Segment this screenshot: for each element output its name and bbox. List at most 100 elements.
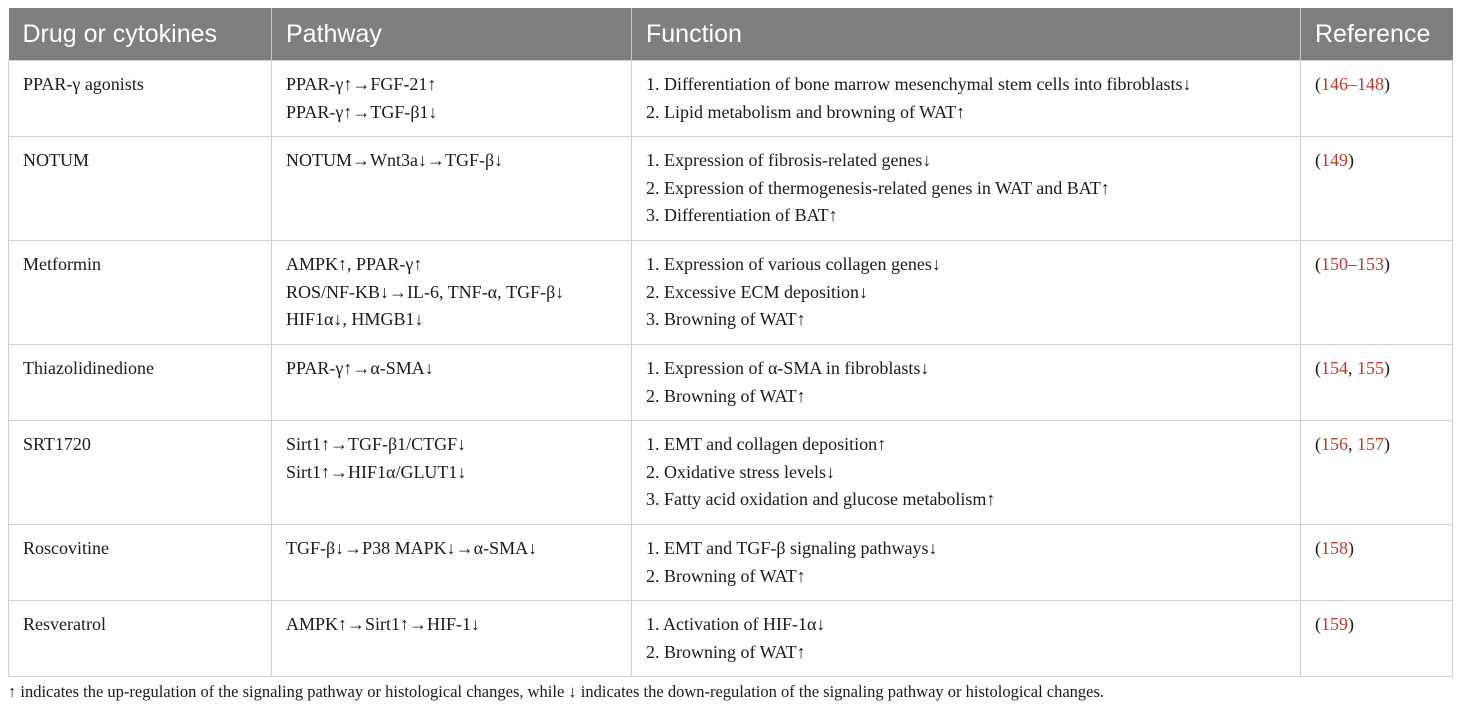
ref-paren-open: ( [1315, 614, 1321, 634]
ref-paren-close: ) [1348, 614, 1354, 634]
ref-paren-open: ( [1315, 538, 1321, 558]
cell-pathway: NOTUM→Wnt3a↓→TGF-β↓ [271, 136, 632, 241]
pathway-line: PPAR-γ↑→α-SMA↓ [286, 358, 434, 378]
ref-paren-open: ( [1315, 358, 1321, 378]
header-row: Drug or cytokines Pathway Function Refer… [8, 8, 1453, 61]
cell-reference: (146–148) [1300, 60, 1453, 137]
cell-pathway: PPAR-γ↑→FGF-21↑ PPAR-γ↑→TGF-β1↓ [271, 60, 632, 137]
cell-pathway: Sirt1↑→TGF-β1/CTGF↓ Sirt1↑→HIF1α/GLUT1↓ [271, 420, 632, 525]
function-line: 2. Browning of WAT↑ [646, 565, 806, 586]
reference-link[interactable]: 155 [1357, 358, 1384, 378]
ref-paren-close: ) [1384, 254, 1390, 274]
ref-paren-close: ) [1384, 358, 1390, 378]
pathway-line: HIF1α↓, HMGB1↓ [286, 309, 424, 329]
reference-link[interactable]: 156 [1321, 434, 1348, 454]
reference-link[interactable]: 159 [1321, 614, 1348, 634]
ref-separator: , [1348, 358, 1357, 378]
cell-reference: (154, 155) [1300, 344, 1453, 421]
drug-name: PPAR-γ agonists [23, 74, 144, 94]
reference-link[interactable]: 150–153 [1321, 254, 1384, 274]
pathway-line: Sirt1↑→TGF-β1/CTGF↓ [286, 434, 467, 454]
function-line: 2. Expression of thermogenesis-related g… [646, 177, 1110, 198]
cell-function: 1. Differentiation of bone marrow mesenc… [631, 60, 1301, 137]
pathway-line: AMPK↑→Sirt1↑→HIF-1↓ [286, 614, 481, 634]
table-row: Thiazolidinedione PPAR-γ↑→α-SMA↓ 1. Expres… [8, 344, 1453, 421]
ref-separator: , [1348, 434, 1357, 454]
cell-pathway: PPAR-γ↑→α-SMA↓ [271, 344, 632, 421]
drug-name: Metformin [23, 254, 101, 274]
cell-drug: NOTUM [8, 136, 272, 241]
cell-reference: (149) [1300, 136, 1453, 241]
cell-reference: (150–153) [1300, 240, 1453, 345]
cell-drug: Resveratrol [8, 600, 272, 677]
cell-function: 1. Activation of HIF-1α↓ 2. Browning of W… [631, 600, 1301, 677]
cell-pathway: AMPK↑, PPAR-γ↑ ROS/NF-KB↓→IL-6, TNF-α, TG… [271, 240, 632, 345]
cell-reference: (156, 157) [1300, 420, 1453, 525]
cell-function: 1. Expression of fibrosis-related genes↓… [631, 136, 1301, 241]
header-drug: Drug or cytokines [8, 8, 272, 61]
cell-drug: Metformin [8, 240, 272, 345]
reference-link[interactable]: 158 [1321, 538, 1348, 558]
drug-name: Resveratrol [23, 614, 106, 634]
cell-drug: PPAR-γ agonists [8, 60, 272, 137]
function-line: 2. Browning of WAT↑ [646, 641, 806, 662]
function-line: 2. Oxidative stress levels↓ [646, 461, 835, 482]
pathway-line: PPAR-γ↑→TGF-β1↓ [286, 101, 438, 122]
pathway-line: Sirt1↑→HIF1α/GLUT1↓ [286, 461, 467, 482]
reference-link[interactable]: 154 [1321, 358, 1348, 378]
pathway-line: NOTUM→Wnt3a↓→TGF-β↓ [286, 150, 504, 170]
function-line: 1. EMT and collagen deposition↑ [646, 434, 887, 454]
function-line: 1. Expression of fibrosis-related genes↓ [646, 150, 932, 170]
ref-paren-open: ( [1315, 434, 1321, 454]
drug-name: SRT1720 [23, 434, 91, 454]
function-line: 1. Differentiation of bone marrow mesenc… [646, 74, 1192, 94]
ref-paren-close: ) [1384, 434, 1390, 454]
reference-link[interactable]: 157 [1357, 434, 1384, 454]
cell-pathway: AMPK↑→Sirt1↑→HIF-1↓ [271, 600, 632, 677]
function-line: 3. Differentiation of BAT↑ [646, 205, 838, 225]
drug-name: NOTUM [23, 150, 89, 170]
header-reference: Reference [1300, 8, 1453, 61]
drug-name: Thiazolidinedione [23, 358, 154, 378]
cell-function: 1. EMT and collagen deposition↑ 2. Oxidat… [631, 420, 1301, 525]
pathway-line: AMPK↑, PPAR-γ↑ [286, 254, 423, 274]
cell-pathway: TGF-β↓→P38 MAPK↓→α-SMA↓ [271, 524, 632, 601]
cell-drug: SRT1720 [8, 420, 272, 525]
pathway-line: TGF-β↓→P38 MAPK↓→α-SMA↓ [286, 538, 538, 558]
table-row: Metformin AMPK↑, PPAR-γ↑ ROS/NF-KB↓→IL-6, … [8, 240, 1453, 345]
function-line: 2. Browning of WAT↑ [646, 385, 806, 406]
function-line: 1. Activation of HIF-1α↓ [646, 614, 826, 634]
header-function: Function [631, 8, 1301, 61]
table-row: Resveratrol AMPK↑→Sirt1↑→HIF-1↓ 1. Activat… [8, 600, 1453, 677]
cell-function: 1. Expression of α-SMA in fibroblasts↓ 2.… [631, 344, 1301, 421]
function-line: 2. Excessive ECM deposition↓ [646, 281, 868, 302]
function-line: 1. Expression of various collagen genes↓ [646, 254, 941, 274]
function-line: 3. Fatty acid oxidation and glucose meta… [646, 489, 996, 509]
table-row: PPAR-γ agonists PPAR-γ↑→FGF-21↑ PPAR-γ↑→TG… [8, 60, 1453, 137]
function-line: 2. Lipid metabolism and browning of WAT↑ [646, 101, 966, 122]
ref-paren-close: ) [1348, 150, 1354, 170]
drug-pathway-table: Drug or cytokines Pathway Function Refer… [8, 8, 1453, 677]
table-body: PPAR-γ agonists PPAR-γ↑→FGF-21↑ PPAR-γ↑→TG… [8, 60, 1453, 677]
cell-function: 1. EMT and TGF-β signaling pathways↓2. B… [631, 524, 1301, 601]
cell-reference: (158) [1300, 524, 1453, 601]
reference-link[interactable]: 146–148 [1321, 74, 1384, 94]
cell-drug: Roscovitine [8, 524, 272, 601]
drug-name: Roscovitine [23, 538, 109, 558]
cell-drug: Thiazolidinedione [8, 344, 272, 421]
function-line: 1. Expression of α-SMA in fibroblasts↓ [646, 358, 930, 378]
ref-paren-close: ) [1384, 74, 1390, 94]
header-pathway: Pathway [271, 8, 632, 61]
function-line: 3. Browning of WAT↑ [646, 309, 806, 329]
ref-paren-close: ) [1348, 538, 1354, 558]
ref-paren-open: ( [1315, 74, 1321, 94]
cell-reference: (159) [1300, 600, 1453, 677]
pathway-line: ROS/NF-KB↓→IL-6, TNF-α, TGF-β↓ [286, 281, 565, 302]
table-row: Roscovitine TGF-β↓→P38 MAPK↓→α-SMA↓ 1. EMT… [8, 524, 1453, 601]
ref-paren-open: ( [1315, 254, 1321, 274]
pathway-line: PPAR-γ↑→FGF-21↑ [286, 74, 437, 94]
table-footnote: ↑ indicates the up-regulation of the sig… [8, 682, 1105, 701]
reference-link[interactable]: 149 [1321, 150, 1348, 170]
ref-paren-open: ( [1315, 150, 1321, 170]
cell-function: 1. Expression of various collagen genes↓… [631, 240, 1301, 345]
